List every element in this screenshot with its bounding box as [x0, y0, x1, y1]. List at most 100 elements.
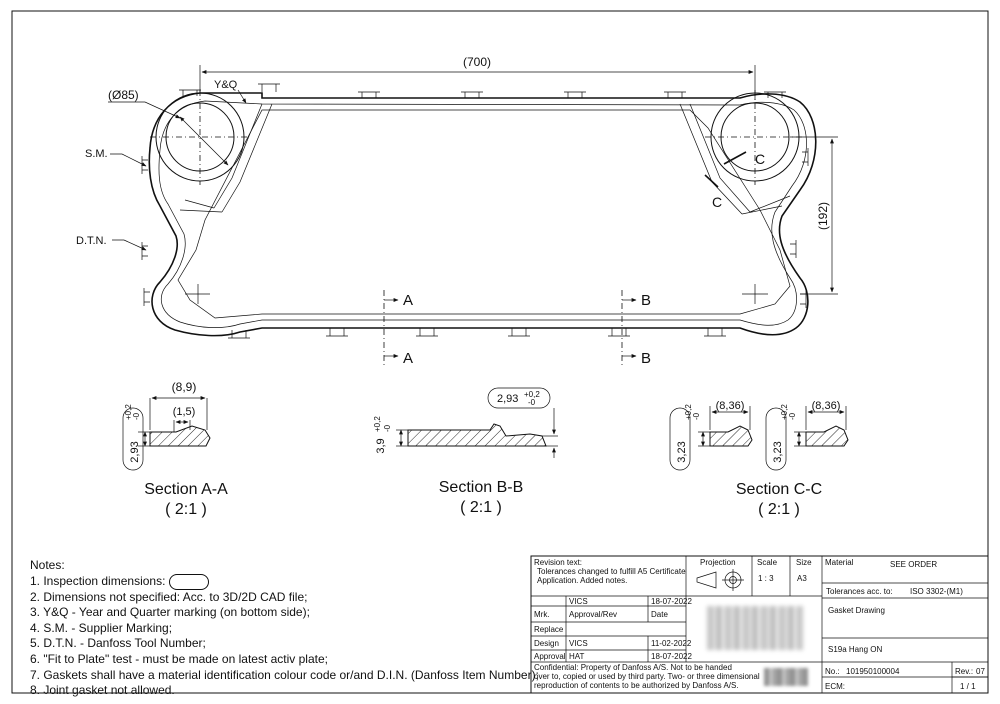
replace-label: Replace: [534, 625, 564, 634]
gasket-plan-view: [141, 83, 817, 339]
note-item-8: 8. Joint gasket not allowed.: [30, 683, 175, 698]
bb-tol-upper: +0,2: [373, 416, 382, 432]
section-a-label-top: A: [403, 292, 413, 309]
section-aa: (8,9) (1,5) 2,93 +0,2 -0 Section A-A ( 2…: [122, 380, 228, 518]
rev-label: Rev.:: [955, 667, 973, 676]
note-item-7: 7. Gaskets shall have a material identif…: [30, 667, 539, 682]
revision-line1: Tolerances changed to fulfill A5 Certifi…: [537, 567, 686, 576]
material-value: SEE ORDER: [890, 560, 937, 569]
bb-top-tol-upper: +0,2: [524, 390, 540, 399]
design-name: VICS: [569, 639, 588, 648]
dimension-length: (700): [199, 55, 756, 100]
port-diameter-callout: (Ø85): [108, 88, 181, 119]
bb-inspection-oval: [487, 387, 551, 409]
section-a-label-bottom: A: [403, 350, 413, 367]
section-b-label-bottom: B: [641, 350, 651, 367]
size-value: A3: [797, 574, 807, 583]
projection-symbol-icon: [696, 569, 744, 591]
mrk-label: Mrk.: [534, 610, 550, 619]
no-value: 101950100004: [846, 667, 900, 676]
aa-inner: (1,5): [173, 406, 196, 418]
section-c-label-1: C: [755, 151, 765, 167]
material-label: Material: [825, 558, 854, 567]
section-cc: (8,36) 3,23 +0,2 -0 (8,36) 3,23 +0,2 -0 …: [669, 400, 849, 518]
cc-thickness-right: 3,23: [772, 441, 784, 462]
cc-tol-upper-right: +0,2: [780, 404, 789, 420]
dtn-label: D.T.N.: [76, 235, 107, 247]
dimension-height: (192): [790, 136, 838, 295]
note-item-1-text: 1. Inspection dimensions:: [30, 573, 166, 588]
rev-vics: VICS: [569, 597, 588, 606]
scale-value: 1 : 3: [758, 574, 774, 583]
notes-heading: Notes:: [30, 558, 65, 572]
aa-tol-upper: +0,2: [124, 404, 133, 420]
bb-top-dim: 2,93: [497, 393, 518, 405]
dimension-height-text: (192): [816, 202, 830, 230]
aa-scale: ( 2:1 ): [165, 501, 207, 518]
confidential-line3: reproduction of contents to be authorize…: [534, 681, 739, 690]
size-label: Size: [796, 558, 812, 567]
bb-top-tol-lower: -0: [528, 398, 536, 407]
sm-callout: S.M.: [85, 148, 147, 167]
approval-name: HAT: [569, 652, 585, 661]
title-block: Revision text: Tolerances changed to ful…: [530, 555, 989, 694]
cc-tol-upper-left: +0,2: [684, 404, 693, 420]
aa-width: (8,9): [172, 380, 197, 394]
section-c-label-2: C: [712, 194, 722, 210]
section-c-cut: C C: [704, 151, 765, 210]
note-item-6: 6. "Fit to Plate" test - must be made on…: [30, 651, 328, 666]
dtn-callout: D.T.N.: [76, 235, 147, 251]
section-a-cut: A A: [383, 290, 413, 368]
approval-label: Approval: [534, 652, 566, 661]
doc-type: Gasket Drawing: [828, 606, 885, 615]
projection-label: Projection: [700, 558, 736, 567]
cc-scale: ( 2:1 ): [758, 501, 800, 518]
design-date: 11-02-2022: [651, 639, 692, 648]
cc-title: Section C-C: [736, 481, 822, 498]
confidential-line1: Confidential: Property of Danfoss A/S. N…: [534, 663, 732, 672]
approval-rev-label: Approval/Rev: [569, 610, 617, 619]
notes-block: Notes: 1. Inspection dimensions: 2. Dime…: [30, 558, 539, 699]
bb-thickness: 3,9: [375, 438, 387, 453]
cc-tol-lower-right: -0: [788, 412, 797, 420]
revision-label: Revision text:: [534, 558, 582, 567]
company-logo-blurred: [707, 606, 803, 650]
tolerances-label: Tolerances acc. to:: [826, 587, 893, 596]
design-label: Design: [534, 639, 559, 648]
inspection-oval-icon: [168, 573, 209, 590]
sheet-value: 1 / 1: [960, 682, 976, 691]
yq-label: Y&Q: [214, 79, 238, 91]
dimension-length-text: (700): [463, 55, 491, 69]
cc-thickness-left: 3,23: [676, 441, 688, 462]
tolerances-value: ISO 3302-(M1): [910, 587, 963, 596]
bb-title: Section B-B: [439, 479, 523, 496]
scale-label: Scale: [757, 558, 778, 567]
section-bb: 3,9 +0,2 -0 2,93 +0,2 -0 Section B-B ( 2…: [373, 387, 558, 516]
bb-scale: ( 2:1 ): [460, 499, 502, 516]
section-b-cut: B B: [621, 290, 651, 368]
approval-date: 18-07-2022: [651, 652, 692, 661]
confidential-line2: over to, copied or used by third party. …: [534, 672, 760, 681]
ecm-label: ECM:: [825, 682, 845, 691]
section-b-label-top: B: [641, 292, 651, 309]
no-label: No.:: [825, 667, 840, 676]
revision-line2: Application. Added notes.: [537, 576, 627, 585]
note-item-1: 1. Inspection dimensions:: [30, 573, 530, 590]
aa-tol-lower: -0: [132, 412, 141, 420]
cc-width-right: (8,36): [812, 400, 841, 412]
cc-inspection-oval-right: [765, 407, 787, 471]
note-item-5: 5. D.T.N. - Danfoss Tool Number;: [30, 636, 206, 651]
note-item-3: 3. Y&Q - Year and Quarter marking (on bo…: [30, 605, 310, 620]
company-logo-small-blurred: [764, 668, 808, 686]
date-label: Date: [651, 610, 668, 619]
yq-callout: Y&Q: [214, 79, 247, 104]
rev-date: 18-07-2022: [651, 597, 692, 606]
sm-label: S.M.: [85, 148, 108, 160]
aa-title: Section A-A: [144, 481, 228, 498]
aa-thickness: 2,93: [129, 441, 141, 462]
bb-tol-lower: -0: [383, 424, 392, 432]
doc-name: S19a Hang ON: [828, 645, 882, 654]
cc-inspection-oval-left: [669, 407, 691, 471]
cc-width-left: (8,36): [716, 400, 745, 412]
